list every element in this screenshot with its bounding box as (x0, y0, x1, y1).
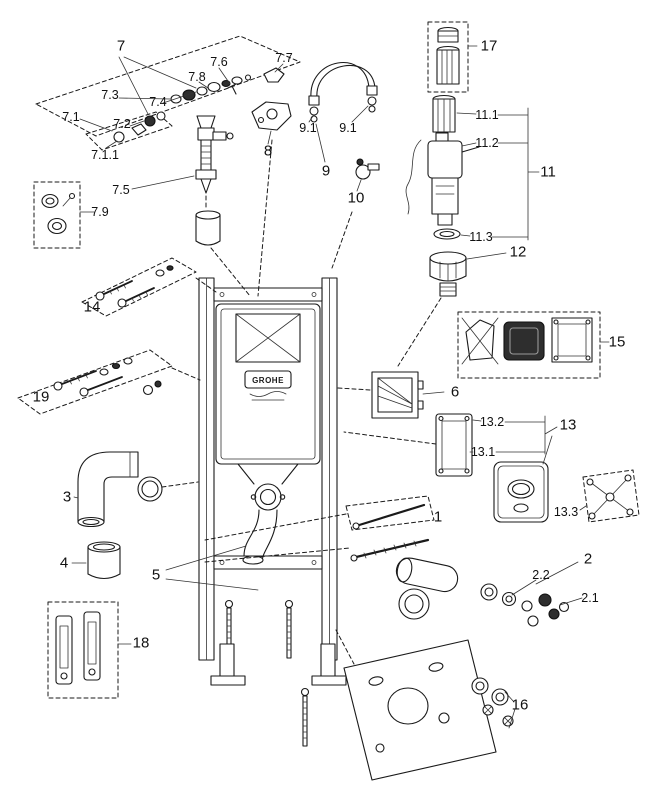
part-label-2-1: 2.1 (581, 590, 599, 605)
fastener-set-14 (82, 258, 216, 316)
frame-lower-ref-5 (166, 546, 258, 590)
part-label-13-3: 13.3 (553, 504, 579, 519)
part-label-7-7: 7.7 (275, 50, 293, 65)
part-label-19: 19 (32, 388, 50, 406)
pneumatic-module-6 (338, 372, 444, 418)
flush-pipe-set-2 (205, 540, 582, 626)
part-label-2: 2 (583, 550, 593, 568)
seal-kit-7-9 (34, 182, 94, 248)
part-label-2-2: 2.2 (532, 567, 550, 582)
part-label-18: 18 (132, 634, 150, 652)
cistern: GROHE (216, 304, 320, 564)
part-label-16: 16 (511, 696, 529, 714)
part-label-7-1-1: 7.1.1 (91, 147, 119, 162)
part-label-13: 13 (559, 416, 577, 434)
part-label-7-3: 7.3 (101, 87, 119, 102)
frame-feet-and-bolts (211, 601, 346, 747)
flexible-hose (309, 63, 377, 268)
part-label-7-9: 7.9 (91, 204, 109, 219)
part-label-12: 12 (509, 243, 527, 261)
part-label-5: 5 (151, 566, 161, 584)
fill-valve-parts-group (36, 36, 300, 150)
part-label-11-3: 11.3 (469, 229, 493, 244)
part-label-17: 17 (480, 37, 498, 55)
bracket-part-8 (252, 102, 291, 144)
part-label-6: 6 (450, 383, 460, 401)
part-label-13-2: 13.2 (479, 414, 505, 429)
part-label-11: 11 (540, 163, 556, 181)
part-label-7-6: 7.6 (210, 54, 228, 69)
actuation-kit-15 (458, 312, 609, 378)
part-label-7-1: 7.1 (62, 109, 80, 124)
fill-valve (132, 116, 272, 296)
part-label-1: 1 (433, 508, 443, 526)
fastener-set-19 (18, 350, 200, 414)
wall-brackets-18 (48, 602, 131, 698)
part-label-9-1-left: 9.1 (299, 120, 317, 135)
wall-plate-group-13 (344, 414, 639, 522)
mounting-frame (199, 278, 337, 660)
part-label-9: 9 (321, 162, 331, 180)
part-label-3: 3 (62, 488, 72, 506)
part-label-13-1: 13.1 (470, 444, 496, 459)
part-label-7-4: 7.4 (149, 94, 167, 109)
part-label-4: 4 (59, 554, 69, 572)
part-label-7: 7 (116, 37, 126, 55)
mounting-rod-1 (205, 496, 434, 540)
part-label-14: 14 (83, 298, 101, 316)
part-label-10: 10 (347, 189, 365, 207)
angle-valve (356, 159, 379, 191)
flush-valve-assembly (406, 96, 539, 241)
flush-bend-connector-12 (398, 252, 506, 366)
drain-elbow-3 (74, 452, 198, 527)
part-label-8: 8 (263, 142, 273, 160)
part-label-9-1-right: 9.1 (339, 120, 357, 135)
part-label-7-2: 7.2 (113, 116, 131, 131)
part-label-7-8: 7.8 (188, 69, 206, 84)
extension-kit-17 (428, 22, 477, 92)
part-label-7-5: 7.5 (112, 182, 130, 197)
grohe-logo: GROHE (252, 376, 284, 385)
part-label-11-1: 11.1 (475, 107, 499, 122)
sound-insulation-set-16 (336, 630, 515, 780)
cover-cap-4 (72, 542, 120, 579)
part-label-15: 15 (608, 333, 626, 351)
part-label-11-2: 11.2 (475, 135, 499, 150)
